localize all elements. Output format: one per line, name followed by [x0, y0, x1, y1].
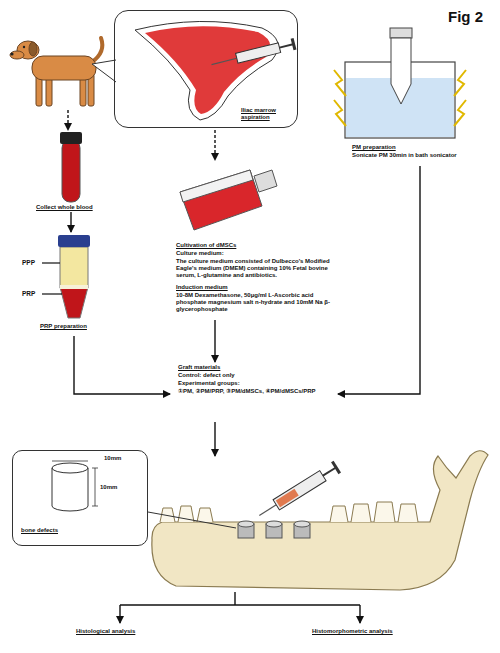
group-text: Control: defect only: [178, 372, 235, 379]
graft-syringe-part: [331, 461, 341, 474]
ilium-bone: [135, 21, 278, 120]
bath-sonicator: [334, 28, 466, 138]
section-heading: Induction medium: [176, 284, 228, 291]
flow-arrows-part: [67, 110, 68, 130]
mandible-part: [152, 451, 488, 590]
bath-sonicator-part: [334, 70, 346, 96]
prp-tube-part: [60, 247, 88, 287]
mandible-part: [160, 502, 418, 522]
bath-sonicator-part: [334, 100, 346, 126]
flow-arrows-part: [119, 605, 120, 623]
mandible: [152, 451, 488, 590]
syringe-part: [212, 58, 237, 64]
callout-pointer: [92, 60, 116, 82]
prp-tube-part: [58, 235, 90, 247]
defect-cylinder-part: [52, 506, 88, 511]
bone-defects: [238, 521, 310, 538]
method-text: The culture medium consisted of Dulbecco…: [176, 258, 344, 279]
dog-part: [29, 42, 37, 56]
result-label: Histological analysis: [76, 628, 135, 635]
dog-part: [92, 38, 102, 62]
flow-arrows-part: [74, 336, 170, 394]
flow-arrows-part: [214, 320, 215, 362]
bath-sonicator-part: [454, 70, 466, 96]
inset-label: bone defects: [21, 527, 58, 534]
ilium-bone-part: [135, 21, 278, 120]
ilium-bone-part: [145, 26, 271, 114]
flow-arrows-part: [234, 592, 235, 605]
layer-label: PPP: [22, 259, 35, 266]
culture-flask-part: [180, 170, 253, 202]
figure-title: Fig 2: [448, 8, 483, 25]
bath-sonicator-part: [454, 100, 466, 126]
bath-sonicator-part: [390, 28, 412, 38]
flow-arrows-part: [70, 212, 71, 232]
flow-arrows-part: [214, 130, 215, 160]
bone-defects-part: [266, 521, 282, 527]
flow-arrows-part: [120, 604, 360, 605]
step-label: PRP preparation: [40, 323, 87, 330]
defect-cylinder-part: [52, 463, 88, 473]
defect-cylinder: [52, 461, 98, 511]
dog: [10, 38, 102, 106]
step-label: Collect whole blood: [36, 204, 93, 211]
culture-flask-part: [180, 170, 262, 230]
section-heading: Cultivation of dMSCs: [176, 242, 236, 249]
syringe-part: [291, 38, 297, 50]
graft-syringe: [256, 461, 341, 522]
layer-label: PRP: [22, 290, 35, 297]
flow-arrows-part: [338, 166, 420, 394]
group-text: Experimental groups:: [178, 380, 240, 387]
graft-syringe-part: [323, 468, 336, 476]
method-text: 10-8M Dexamethasone, 50μg/ml L-Ascorbic …: [176, 292, 344, 313]
defect-cylinder-part: [95, 468, 96, 506]
prp-tube-part: [42, 293, 62, 294]
dog-part: [10, 52, 13, 55]
blood-tube-part: [60, 132, 82, 144]
flow-arrows-part: [214, 422, 215, 456]
dimension-label: 10mm: [104, 455, 121, 462]
section-heading: Graft materials: [178, 364, 220, 371]
dog-part: [32, 56, 96, 80]
inset-box: bone defects: [12, 450, 148, 546]
dimension-label: 10mm: [100, 484, 117, 491]
graft-syringe-part: [259, 505, 276, 516]
culture-flask: [180, 170, 277, 230]
callout-label: Iliac marrow aspiration: [241, 107, 293, 121]
syringe-part: [236, 43, 281, 63]
syringe-part: [279, 44, 293, 47]
defect-cylinder-part: [88, 468, 89, 506]
bone-defects-part: [294, 521, 310, 527]
prp-tube-part: [60, 285, 88, 289]
result-label: Histomorphometric analysis: [312, 628, 393, 635]
culture-flask-part: [254, 170, 277, 192]
prp-tube-part: [60, 287, 88, 318]
blood-tube-part: [62, 140, 80, 202]
method-text: Sonicate PM 30min in bath sonicator: [352, 152, 492, 159]
section-heading: Culture medium:: [176, 250, 224, 257]
dog-part: [10, 51, 24, 59]
defect-cylinder-part: [92, 506, 98, 507]
prp-tube: [42, 235, 90, 318]
bone-defects-part: [238, 521, 254, 527]
dog-part: [23, 46, 25, 48]
syringe: [210, 38, 296, 70]
flow-arrows-part: [359, 605, 360, 623]
graft-syringe-part: [276, 489, 299, 507]
section-heading: PM preparation: [352, 144, 396, 151]
bath-sonicator-part: [391, 38, 411, 104]
graft-syringe-part: [273, 471, 326, 510]
callout-bubble: Iliac marrow aspiration: [114, 10, 298, 128]
leader-line: [148, 512, 236, 528]
defect-cylinder-part: [52, 468, 53, 506]
defect-cylinder-part: [92, 468, 98, 469]
group-text: ①PM, ②PM/PRP, ③PM/dMSCs, ④PM/dMSCs/PRP: [178, 388, 316, 395]
prp-tube-part: [42, 262, 60, 263]
defect-cylinder-part: [52, 461, 88, 462]
blood-tube: [60, 132, 82, 202]
